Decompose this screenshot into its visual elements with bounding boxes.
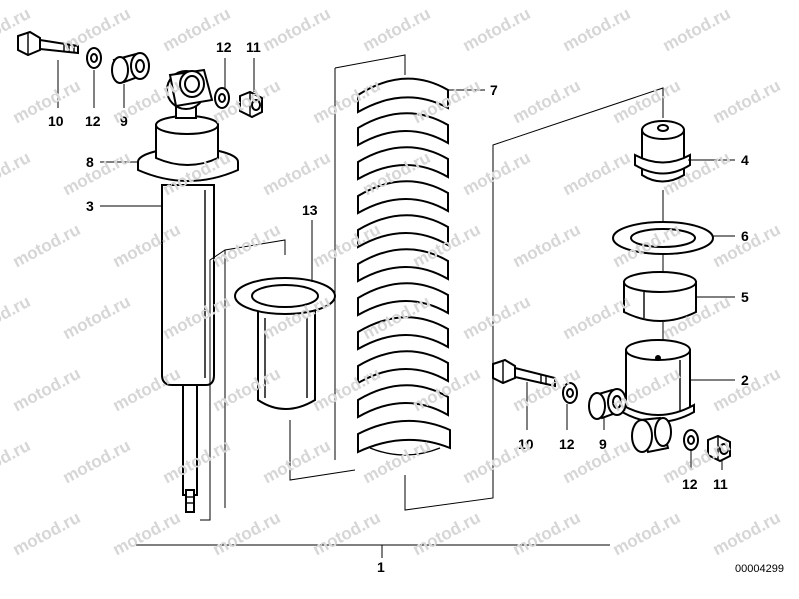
callout-nut-bottom: 11: [713, 476, 728, 492]
bottom-nut: [707, 434, 731, 463]
spring-washer: [612, 221, 714, 255]
top-washer-right: [214, 87, 230, 109]
top-bolt: [17, 30, 79, 57]
callout-bolt-bottom: 10: [518, 436, 534, 452]
spacer-ring: [623, 271, 697, 322]
callout-4: 4: [741, 152, 749, 168]
rubber-buffer: [634, 120, 691, 183]
callout-washer-bottom: 12: [559, 436, 575, 452]
callout-1: 1: [377, 559, 385, 575]
callout-8: 8: [86, 154, 94, 170]
top-nut: [239, 90, 263, 119]
callout-3: 3: [86, 198, 94, 214]
bottom-bushing: [588, 388, 627, 420]
callout-5: 5: [741, 289, 749, 305]
bottom-washer: [562, 382, 578, 404]
assembly-lines: [136, 54, 664, 558]
callout-bushing-top: 9: [120, 113, 128, 129]
bottom-bolt: [492, 358, 556, 388]
callout-washer-bottom-right: 12: [682, 476, 698, 492]
coil-spring: [357, 77, 451, 456]
shock-absorber: [137, 68, 239, 513]
bottom-washer-right: [683, 429, 699, 451]
callout-bushing-bottom: 9: [599, 436, 607, 452]
callout-nut-top: 11: [246, 39, 261, 55]
top-washer: [86, 47, 102, 69]
callout-bolt-top: 10: [48, 113, 64, 129]
callout-7: 7: [490, 82, 498, 98]
leader-lines: [57, 58, 735, 470]
callout-washer-top-right: 12: [216, 39, 232, 55]
callout-washer-top: 12: [85, 113, 101, 129]
protective-sleeve: [234, 277, 336, 410]
callout-13: 13: [302, 202, 318, 218]
callout-labels: 10 12 9 12 11 8 3 13 7 4 6 5 2 10 12 9 1…: [48, 39, 784, 575]
spring-retainer-cup: [621, 339, 695, 454]
top-bushing: [111, 52, 150, 84]
callout-6: 6: [741, 228, 749, 244]
callout-2: 2: [741, 372, 749, 388]
document-number: 00004299: [735, 563, 784, 575]
